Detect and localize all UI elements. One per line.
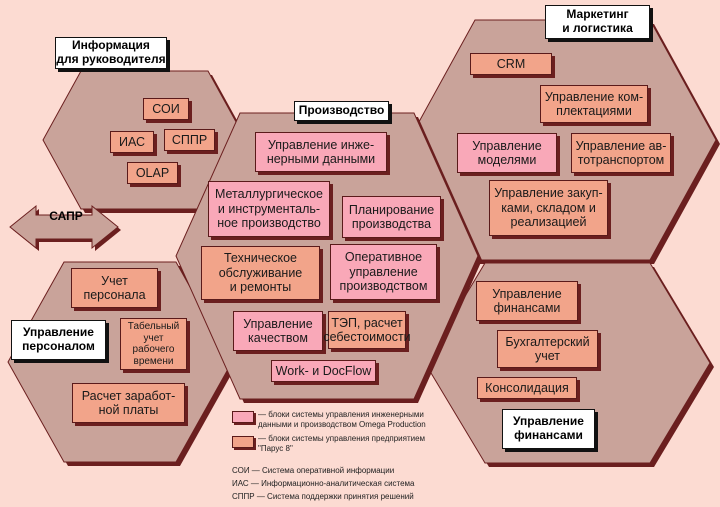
sapr-arrow bbox=[9, 204, 119, 250]
block-crm: CRM bbox=[470, 53, 552, 75]
block-quality-management: Управление качеством bbox=[233, 311, 323, 351]
marketing-section-title: Маркетинг и логистика bbox=[545, 5, 650, 39]
block-timesheet: Табельный учет рабочего времени bbox=[120, 318, 187, 370]
abbr-ias: ИАС — Информационно-аналитическая систем… bbox=[232, 479, 415, 488]
production-section-title: Производство bbox=[294, 101, 389, 121]
block-consolidation: Консолидация bbox=[477, 377, 577, 399]
sapr-label: САПР bbox=[49, 209, 83, 223]
block-sppr: СППР bbox=[164, 129, 215, 151]
block-operational-management: Оперативное управление производством bbox=[330, 244, 437, 300]
finance-section-title: Управление финансами bbox=[502, 409, 595, 449]
block-soi: СОИ bbox=[143, 98, 189, 120]
block-transport-management: Управление ав- тотранспортом bbox=[571, 133, 671, 173]
block-tep-cost: ТЭП, расчет себестоимости bbox=[323, 311, 411, 349]
block-payroll: Расчет заработ- ной платы bbox=[72, 383, 185, 423]
block-metallurgy: Металлургическое и инструменталь- ное пр… bbox=[208, 181, 330, 237]
block-production-planning: Планирование производства bbox=[342, 196, 441, 238]
block-assembly-management: Управление ком- плектациями bbox=[540, 85, 648, 123]
block-olap: OLAP bbox=[127, 162, 178, 184]
legend-text-parus: — блоки системы управления предприятием … bbox=[258, 434, 426, 453]
block-workflow-docflow: Work- и DocFlow bbox=[271, 360, 376, 382]
legend-swatch-parus bbox=[232, 436, 254, 448]
abbr-soi: СОИ — Система оперативной информации bbox=[232, 466, 395, 475]
block-engineering-data: Управление инже- нерными данными bbox=[255, 132, 387, 172]
personnel-section-title: Управление персоналом bbox=[11, 320, 106, 360]
legend-text-engineering: — блоки системы управления инженерными д… bbox=[258, 410, 426, 429]
block-personnel-accounting: Учет персонала bbox=[71, 268, 158, 308]
info-section-title: Информация для руководителя bbox=[55, 37, 167, 69]
legend-swatch-engineering bbox=[232, 411, 254, 423]
abbr-sppr: СППР — Система поддержки принятия решени… bbox=[232, 492, 414, 501]
block-model-management: Управление моделями bbox=[457, 133, 557, 173]
block-ias: ИАС bbox=[110, 131, 154, 153]
block-financial-management: Управление финансами bbox=[476, 281, 578, 321]
block-procurement-warehouse: Управление закуп- ками, складом и реализ… bbox=[489, 180, 608, 236]
block-maintenance: Техническое обслуживание и ремонты bbox=[201, 246, 320, 300]
block-accounting: Бухгалтерский учет bbox=[497, 330, 598, 368]
